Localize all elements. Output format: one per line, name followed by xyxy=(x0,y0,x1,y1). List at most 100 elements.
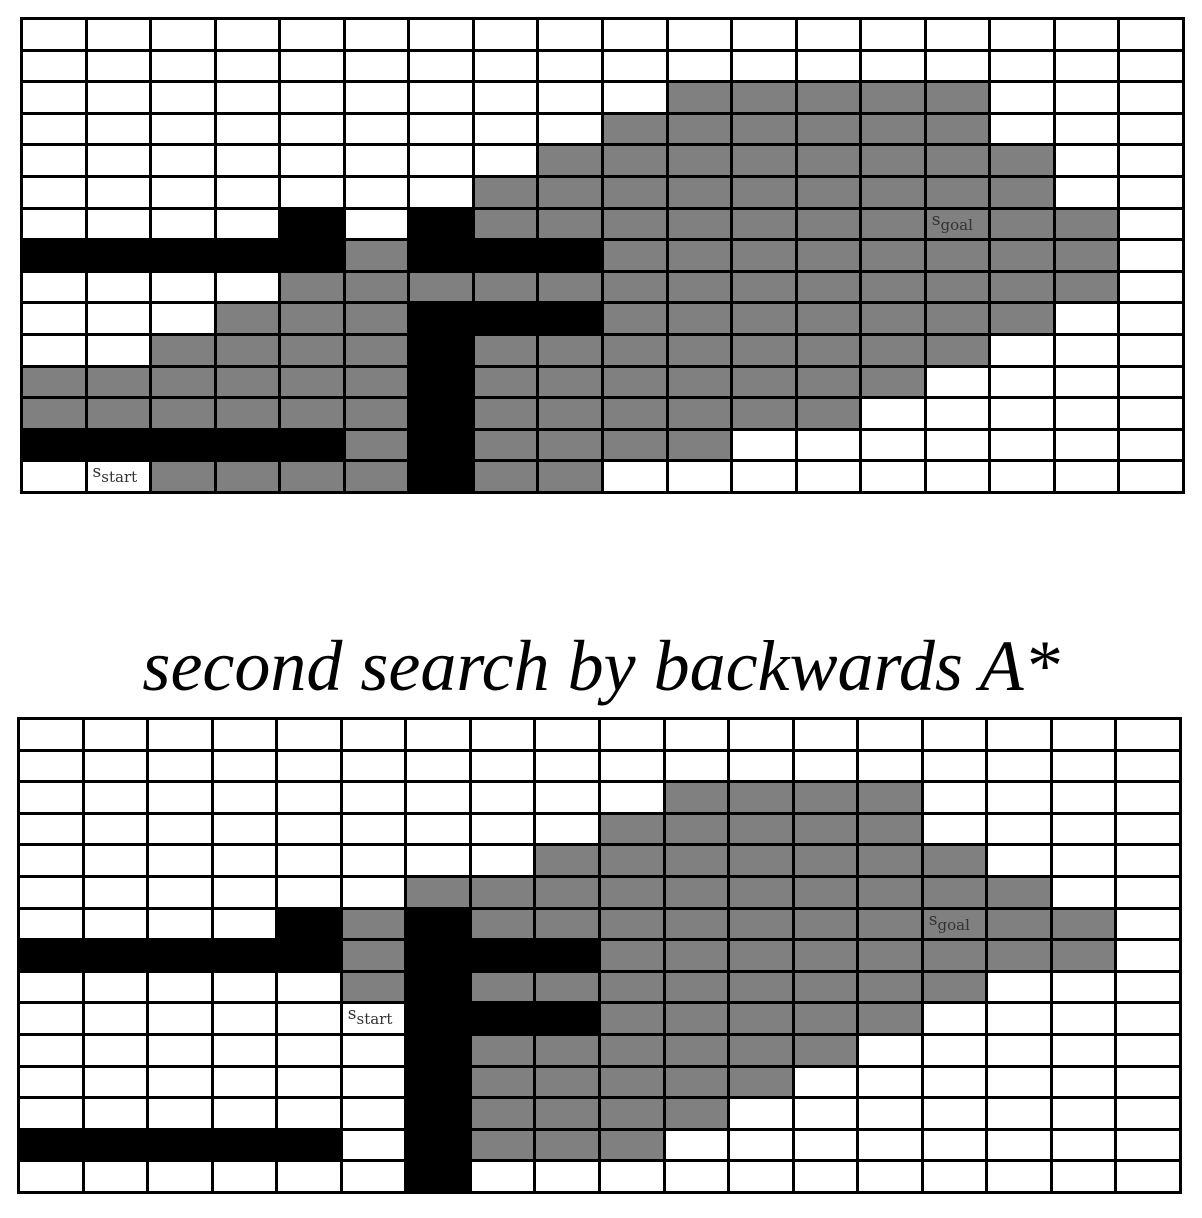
expanded-cell xyxy=(152,367,214,397)
free-cell xyxy=(342,814,405,844)
free-cell xyxy=(84,1162,147,1191)
free-cell xyxy=(988,1130,1050,1160)
expanded-cell xyxy=(794,814,857,844)
free-cell xyxy=(1055,462,1118,491)
free-cell xyxy=(1055,336,1118,365)
free-cell xyxy=(87,114,150,144)
free-cell xyxy=(991,430,1053,460)
free-cell xyxy=(991,336,1053,365)
free-cell xyxy=(733,430,795,460)
expanded-cell xyxy=(926,241,989,270)
free-cell xyxy=(733,462,795,491)
free-cell xyxy=(862,462,924,491)
expanded-cell xyxy=(862,336,924,365)
free-cell xyxy=(87,209,150,239)
blocked-cell xyxy=(213,1130,276,1160)
free-cell xyxy=(23,304,85,333)
expanded-cell xyxy=(733,241,795,270)
free-cell xyxy=(84,1036,147,1065)
free-cell xyxy=(407,846,469,875)
expanded-cell xyxy=(342,909,405,939)
free-cell xyxy=(991,51,1053,81)
free-cell xyxy=(474,51,537,81)
free-cell xyxy=(342,783,405,812)
expanded-cell xyxy=(410,272,472,302)
free-cell xyxy=(149,1099,211,1128)
expanded-cell xyxy=(730,909,792,939)
expanded-cell xyxy=(668,367,731,397)
free-cell xyxy=(23,178,85,207)
free-cell xyxy=(1055,83,1118,112)
free-cell xyxy=(471,783,534,812)
expanded-cell xyxy=(345,367,408,397)
free-cell xyxy=(23,83,85,112)
expanded-cell xyxy=(345,241,408,270)
expanded-cell xyxy=(152,336,214,365)
free-cell xyxy=(23,209,85,239)
expanded-cell xyxy=(733,83,795,112)
free-cell xyxy=(20,846,82,875)
expanded-cell xyxy=(794,1036,857,1065)
free-cell xyxy=(23,114,85,144)
expanded-cell xyxy=(601,1099,663,1128)
free-cell xyxy=(988,783,1050,812)
free-cell xyxy=(1052,878,1115,907)
free-cell xyxy=(926,51,989,81)
free-cell xyxy=(794,1162,857,1191)
blocked-cell xyxy=(410,336,472,365)
expanded-cell xyxy=(539,209,601,239)
free-cell xyxy=(342,1162,405,1191)
free-cell xyxy=(152,83,214,112)
expanded-cell xyxy=(733,399,795,428)
expanded-cell xyxy=(604,241,666,270)
expanded-cell xyxy=(733,178,795,207)
expanded-cell xyxy=(733,209,795,239)
free-cell xyxy=(794,1067,857,1097)
free-cell xyxy=(1055,114,1118,144)
free-cell xyxy=(216,20,279,49)
blocked-cell xyxy=(410,209,472,239)
expanded-cell xyxy=(668,178,731,207)
expanded-cell xyxy=(668,83,731,112)
free-cell xyxy=(1117,909,1179,939)
free-cell xyxy=(342,878,405,907)
expanded-cell xyxy=(281,462,343,491)
free-cell xyxy=(84,751,147,781)
free-cell xyxy=(152,304,214,333)
free-cell xyxy=(149,1162,211,1191)
free-cell xyxy=(797,51,860,81)
expanded-cell xyxy=(797,399,860,428)
free-cell xyxy=(1055,146,1118,175)
free-cell xyxy=(281,114,343,144)
free-cell xyxy=(474,114,537,144)
expanded-cell xyxy=(604,272,666,302)
free-cell xyxy=(665,751,728,781)
blocked-cell xyxy=(84,1130,147,1160)
expanded-cell xyxy=(474,336,537,365)
expanded-cell xyxy=(601,846,663,875)
free-cell xyxy=(859,1130,921,1160)
free-cell xyxy=(665,1130,728,1160)
free-cell xyxy=(471,814,534,844)
expanded-cell xyxy=(797,114,860,144)
free-cell xyxy=(149,751,211,781)
free-cell xyxy=(1120,399,1182,428)
blocked-cell xyxy=(281,209,343,239)
free-cell xyxy=(1055,51,1118,81)
blocked-cell xyxy=(281,430,343,460)
free-cell xyxy=(1052,720,1115,749)
free-cell xyxy=(601,1162,663,1191)
free-cell xyxy=(149,878,211,907)
free-cell xyxy=(149,1036,211,1065)
expanded-cell xyxy=(859,1004,921,1033)
free-cell xyxy=(216,114,279,144)
free-cell xyxy=(216,146,279,175)
expanded-cell xyxy=(345,399,408,428)
free-cell xyxy=(988,1004,1050,1033)
expanded-cell xyxy=(23,367,85,397)
blocked-cell xyxy=(149,1130,211,1160)
expanded-cell xyxy=(601,909,663,939)
free-cell xyxy=(1052,1067,1115,1097)
free-cell xyxy=(797,430,860,460)
free-cell xyxy=(923,814,986,844)
